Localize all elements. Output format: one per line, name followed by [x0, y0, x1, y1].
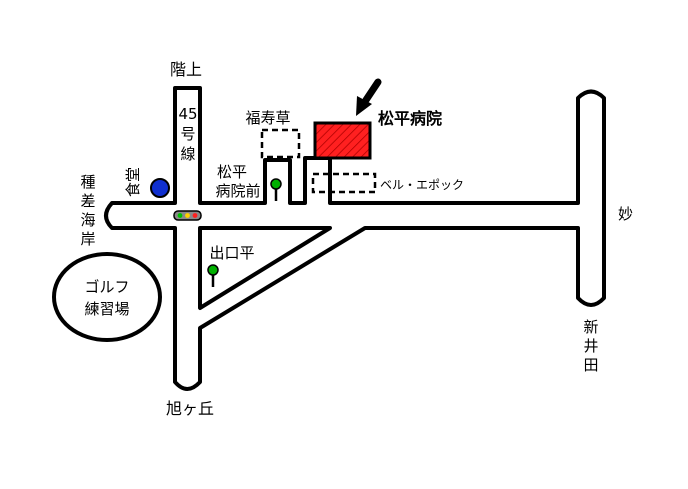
label-deguchi-taira: 出口平	[209, 244, 254, 262]
arrow-icon	[356, 78, 382, 116]
label-shokudo: 食堂	[124, 167, 142, 197]
fukujuso-building	[260, 128, 301, 159]
label-bus-stop-hospital-2: 病院前	[215, 182, 260, 200]
label-asahigaoka: 旭ヶ丘	[166, 399, 214, 418]
label-tanesashi-1: 種	[80, 173, 95, 191]
label-north-top: 階上	[170, 60, 202, 79]
label-route-1: 45	[178, 105, 197, 123]
bus-stop-icon	[270, 178, 282, 201]
label-bus-stop-hospital-1: 松平	[217, 163, 247, 181]
hospital-building-icon	[313, 121, 372, 160]
label-route-2: 号	[180, 125, 195, 143]
road-triangle-block	[198, 226, 332, 310]
label-tanesashi-4: 岸	[80, 230, 95, 248]
label-shin-ida-2: 井	[583, 337, 598, 355]
restaurant-marker-icon	[150, 178, 170, 198]
label-fukujuso: 福寿草	[245, 109, 290, 127]
golf-label-line1: ゴルフ	[84, 278, 129, 296]
label-shin-ida-3: 田	[583, 356, 598, 374]
label-bell-epoch: ベル・エポック	[380, 178, 464, 192]
traffic-light-icon	[173, 210, 202, 221]
label-myo: 妙	[618, 205, 633, 223]
label-shin-ida-1: 新	[583, 318, 598, 336]
label-tanesashi-2: 差	[80, 192, 95, 210]
bus-stop-icon	[207, 264, 219, 287]
label-hospital: 松平病院	[378, 109, 442, 128]
label-route-3: 線	[180, 145, 195, 163]
label-tanesashi-3: 海	[80, 211, 95, 229]
golf-range	[52, 252, 162, 342]
golf-label-line2: 練習場	[84, 300, 129, 318]
bell-epoch-building	[311, 172, 377, 194]
